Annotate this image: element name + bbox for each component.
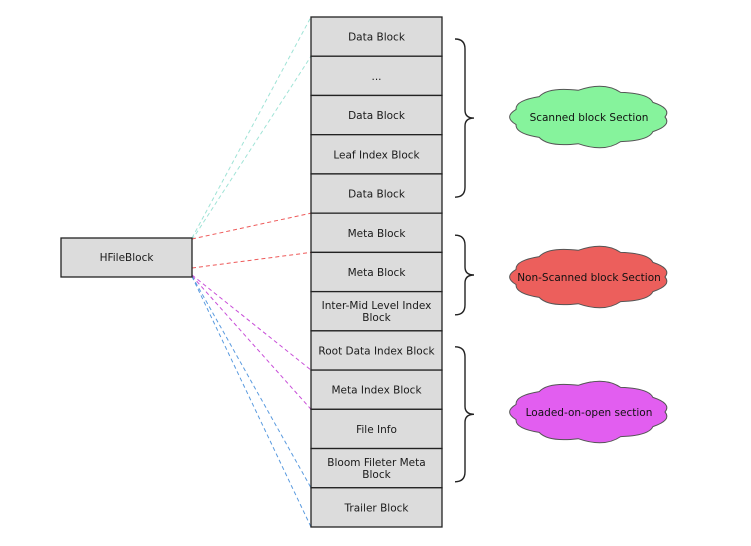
cloud-shape [509,245,668,309]
section-cloud-0: Scanned block Section [509,85,668,149]
block-label: File Info [356,424,397,436]
hfileblock-box [60,237,193,278]
block-box [310,487,443,528]
block-12: Trailer Block [310,487,443,528]
block-box [310,173,443,214]
block-8: Root Data Index Block [310,330,443,371]
block-2: Data Block [310,94,443,136]
block-box [310,330,443,371]
block-6: Meta Block [310,251,443,293]
section-brace [454,38,475,198]
connector-line [191,212,312,240]
section-label: Loaded-on-open section [526,407,653,419]
block-9: Meta Index Block [310,369,443,410]
section-cloud-2: Loaded-on-open section [509,380,668,444]
connector-line [191,16,312,239]
block-box [310,369,443,410]
block-10: File Info [310,408,443,450]
connector-line [191,276,312,528]
connector-lines [191,16,312,528]
block-label: ... [371,71,381,83]
block-label: Meta Block [348,267,407,279]
block-3: Leaf Index Block [310,134,443,175]
section-label: Non-Scanned block Section [517,272,661,284]
section-cloud-1: Non-Scanned block Section [509,245,668,309]
cloud-shape [509,85,668,149]
block-label: Data Block [348,32,406,44]
block-label: Meta Block [348,228,407,240]
block-label: Data Block [348,110,406,122]
connector-line [191,251,312,269]
block-label: Meta Index Block [331,385,422,397]
block-box [310,408,443,450]
section-label: Scanned block Section [530,112,649,124]
block-box [310,16,443,57]
block-box [310,94,443,136]
block-1: ... [310,55,443,97]
connector-line [191,274,312,371]
cloud-shape [509,380,668,444]
block-label: Leaf Index Block [333,149,420,161]
section-brace [454,346,475,483]
connector-line [191,275,312,489]
block-5: Meta Block [310,212,443,254]
connector-line [191,55,312,241]
block-box [310,447,443,489]
block-4: Data Block [310,173,443,214]
block-label: Trailer Block [344,502,410,514]
connector-line [191,275,312,410]
block-label: Root Data Index Block [318,345,435,357]
block-label: Data Block [348,189,406,201]
block-box [310,55,443,97]
section-braces [454,38,475,483]
block-0: Data Block [310,16,443,57]
section-brace [454,234,475,316]
block-box [310,251,443,293]
hfileblock-label: HFileBlock [100,252,155,264]
hfileblock-node: HFileBlock [60,237,193,278]
